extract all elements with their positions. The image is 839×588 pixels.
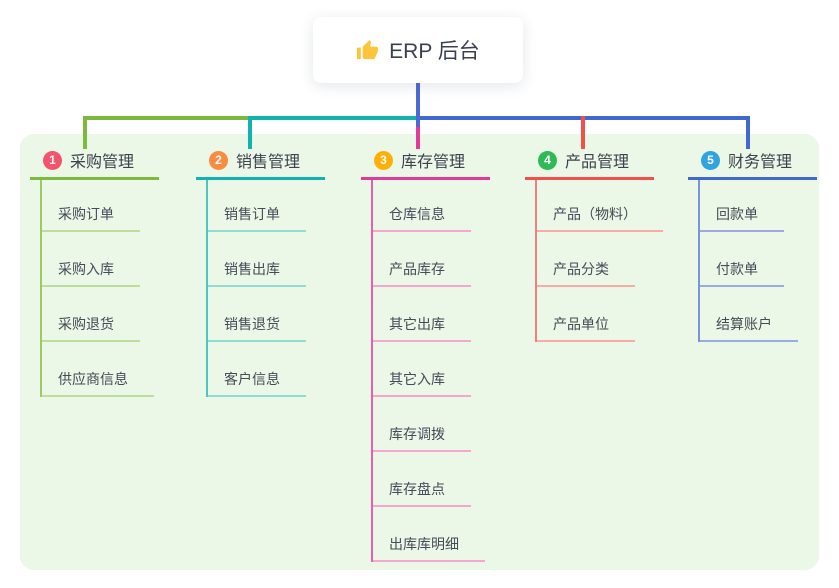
child-node[interactable]: 付款单 xyxy=(700,259,784,287)
branch-sales-node[interactable]: 2 销售管理 xyxy=(196,148,325,180)
mindmap-background-panel xyxy=(20,134,819,570)
branch-children: 产品（物料） 产品分类 产品单位 xyxy=(535,180,663,342)
connector-purchase-drop xyxy=(83,116,87,149)
child-node[interactable]: 回款单 xyxy=(700,204,784,232)
child-node[interactable]: 采购退货 xyxy=(42,314,140,342)
branch-product-node[interactable]: 4 产品管理 xyxy=(525,148,654,180)
branch-number-badge: 2 xyxy=(209,150,228,170)
child-node[interactable]: 结算账户 xyxy=(700,314,798,342)
connector-root-drop xyxy=(416,83,420,127)
branch-label: 销售管理 xyxy=(236,154,301,171)
branch-number-badge: 3 xyxy=(374,150,393,170)
branch-purchase: 1 采购管理 采购订单 采购入库 采购退货 供应商信息 xyxy=(30,148,159,397)
branch-children: 销售订单 销售出库 销售退货 客户信息 xyxy=(206,180,325,397)
root-node[interactable]: ERP 后台 xyxy=(313,17,523,83)
branch-label: 库存管理 xyxy=(401,154,466,171)
connector-finance-drop xyxy=(746,116,750,149)
child-node[interactable]: 采购订单 xyxy=(42,204,140,232)
child-node[interactable]: 产品单位 xyxy=(537,314,635,342)
child-node[interactable]: 供应商信息 xyxy=(42,369,154,397)
child-node[interactable]: 仓库信息 xyxy=(373,204,471,232)
connector-product-drop xyxy=(581,116,585,149)
branch-purchase-node[interactable]: 1 采购管理 xyxy=(30,148,159,180)
branch-finance: 5 财务管理 回款单 付款单 结算账户 xyxy=(688,148,817,342)
connector-purchase-horizontal xyxy=(83,116,252,120)
branch-sales: 2 销售管理 销售订单 销售出库 销售退货 客户信息 xyxy=(196,148,325,397)
branch-children: 回款单 付款单 结算账户 xyxy=(698,180,817,342)
branch-inventory: 3 库存管理 仓库信息 产品库存 其它出库 其它入库 库存调拨 库存盘点 出库库… xyxy=(361,148,490,562)
root-node-label: ERP 后台 xyxy=(389,40,480,63)
branch-finance-node[interactable]: 5 财务管理 xyxy=(688,148,817,180)
child-node[interactable]: 其它入库 xyxy=(373,369,471,397)
connector-inventory-drop xyxy=(416,120,420,149)
child-node[interactable]: 库存盘点 xyxy=(373,479,471,507)
branch-number-badge: 5 xyxy=(701,150,720,170)
child-node[interactable]: 库存调拨 xyxy=(373,424,471,452)
child-node[interactable]: 产品分类 xyxy=(537,259,635,287)
child-node[interactable]: 客户信息 xyxy=(208,369,306,397)
branch-children: 仓库信息 产品库存 其它出库 其它入库 库存调拨 库存盘点 出库库明细 xyxy=(371,180,490,562)
branch-product: 4 产品管理 产品（物料） 产品分类 产品单位 xyxy=(525,148,663,342)
child-node[interactable]: 采购入库 xyxy=(42,259,140,287)
connector-sales-drop xyxy=(248,116,252,149)
branch-label: 财务管理 xyxy=(728,154,793,171)
child-node[interactable]: 产品库存 xyxy=(373,259,471,287)
branch-label: 采购管理 xyxy=(70,154,135,171)
thumbs-up-icon xyxy=(356,39,379,62)
child-node[interactable]: 其它出库 xyxy=(373,314,471,342)
branch-inventory-node[interactable]: 3 库存管理 xyxy=(361,148,490,180)
child-node[interactable]: 销售退货 xyxy=(208,314,306,342)
connector-sales-horizontal xyxy=(248,116,419,120)
child-node[interactable]: 销售出库 xyxy=(208,259,306,287)
child-node[interactable]: 出库库明细 xyxy=(373,534,485,562)
child-node[interactable]: 销售订单 xyxy=(208,204,306,232)
branch-label: 产品管理 xyxy=(565,154,630,171)
child-node[interactable]: 产品（物料） xyxy=(537,204,663,232)
branch-number-badge: 1 xyxy=(43,150,62,170)
branch-children: 采购订单 采购入库 采购退货 供应商信息 xyxy=(40,180,159,397)
branch-number-badge: 4 xyxy=(538,150,557,170)
